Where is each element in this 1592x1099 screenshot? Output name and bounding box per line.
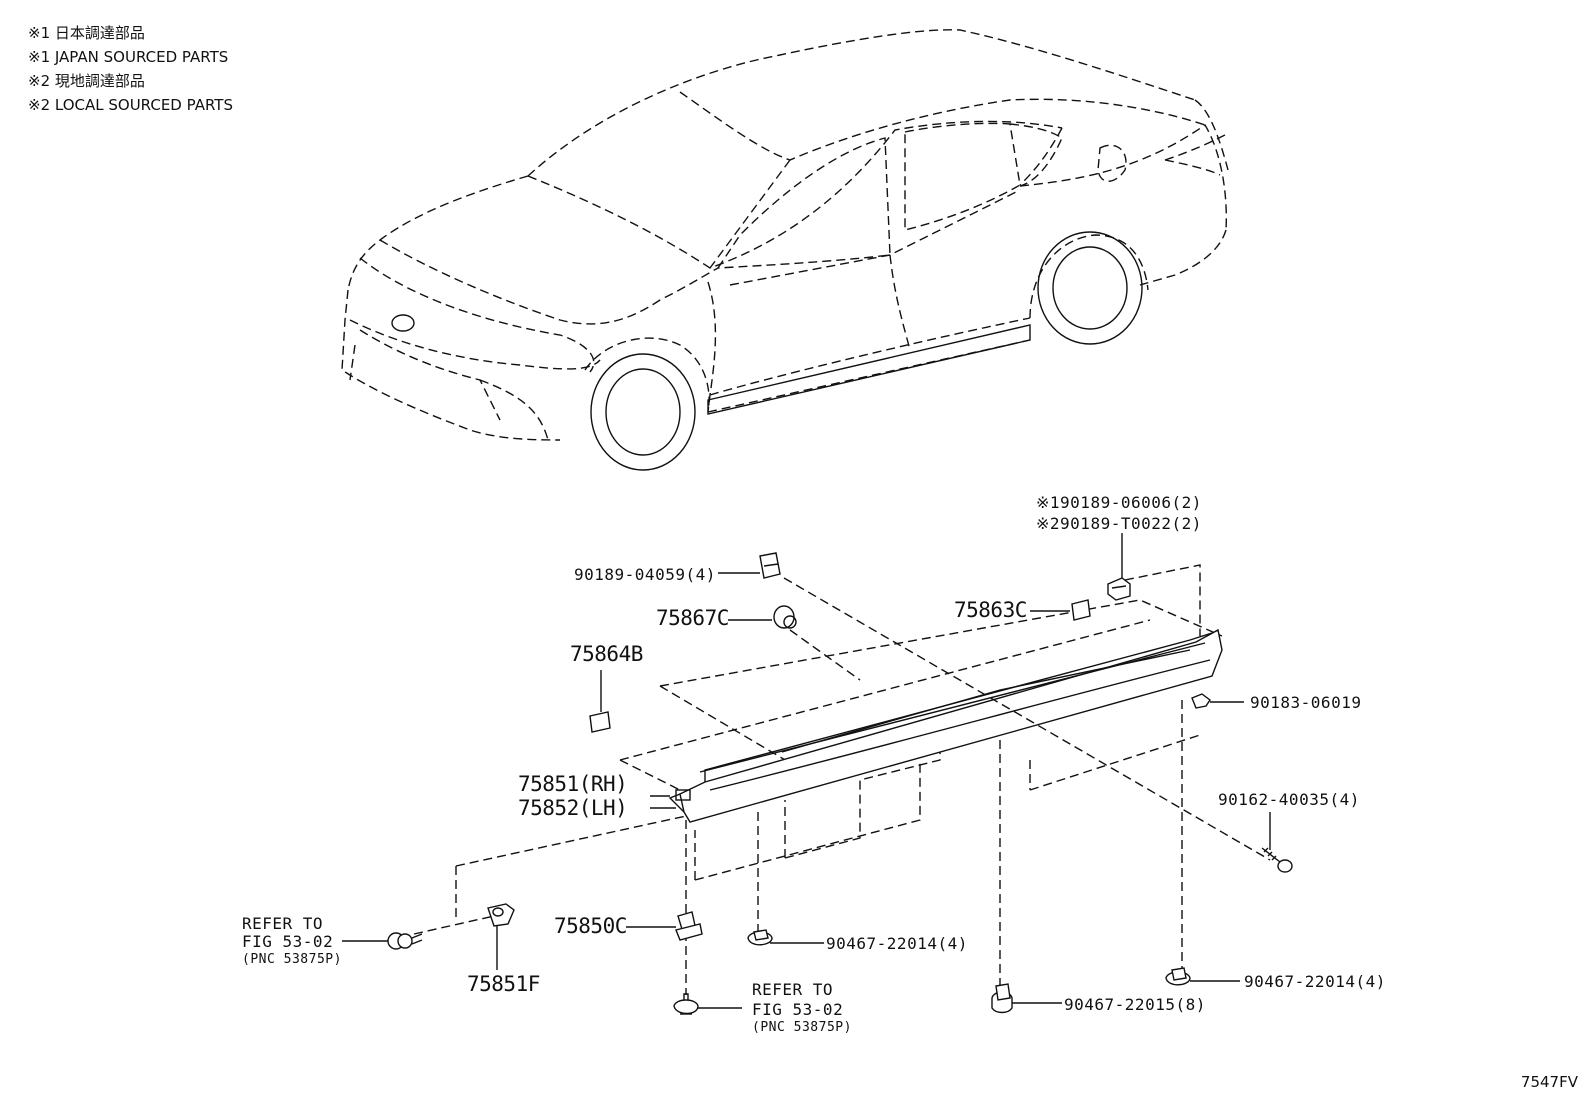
figure-id: 7547FV [1520,1073,1578,1091]
label-90467-22015: 90467-22015(8) [1064,995,1206,1014]
label-fig-53-02-1: FIG 53-02 [242,932,334,951]
note-japan-jp: ※1 日本調達部品 [28,24,145,42]
note-local-jp: ※2 現地調達部品 [28,72,145,90]
label-75867c: 75867C [656,606,729,630]
label-90467-22014-b: 90467-22014(4) [1244,972,1386,991]
clip-90189-04059 [759,552,781,579]
label-refer-to-1: REFER TO [242,914,324,933]
label-75863c: 75863C [954,598,1027,622]
label-90189-T0022: ※290189-T0022(2) [1036,514,1202,533]
label-75851f: 75851F [467,972,540,996]
label-90189-06006: ※190189-06006(2) [1036,493,1202,512]
label-pnc-53875p-2: (PNC 53875P) [752,1020,852,1035]
label-75852-lh: 75852(LH) [518,796,628,820]
note-japan-en: ※1 JAPAN SOURCED PARTS [28,48,229,66]
clip-75851f [487,903,515,927]
label-pnc-53875p-1: (PNC 53875P) [242,952,342,967]
rocker-molding [619,599,1223,881]
label-90189-04059: 90189-04059(4) [574,565,716,584]
grommet-75867c [773,605,797,629]
clip-90467-22014-a [747,929,773,946]
label-90467-22014-a: 90467-22014(4) [826,934,968,953]
clip-90189-06006 [1107,577,1131,601]
note-local-en: ※2 LOCAL SOURCED PARTS [28,96,233,114]
fastener-locators [413,564,1271,995]
nut-90183-06019 [1191,693,1211,709]
label-75850c: 75850C [554,914,627,938]
clip-75850c [675,911,703,941]
label-75864b: 75864B [570,642,643,666]
screw-90162-40035 [1261,847,1293,873]
label-fig-53-02-2: FIG 53-02 [752,1000,844,1019]
label-90183-06019: 90183-06019 [1250,693,1362,712]
leader-lines [342,533,1271,1009]
clip-90467-22014-b [1165,967,1191,986]
label-refer-to-2: REFER TO [752,980,834,999]
clip-90467-22015 [991,983,1013,1014]
bolt-refer-1 [387,932,423,950]
car-outline [341,29,1229,471]
label-75851-rh: 75851(RH) [518,772,628,796]
bolt-refer-2 [673,993,699,1015]
label-90162-40035: 90162-40035(4) [1218,790,1360,809]
tape-75863c [1071,599,1091,621]
tape-75864b [589,711,611,733]
